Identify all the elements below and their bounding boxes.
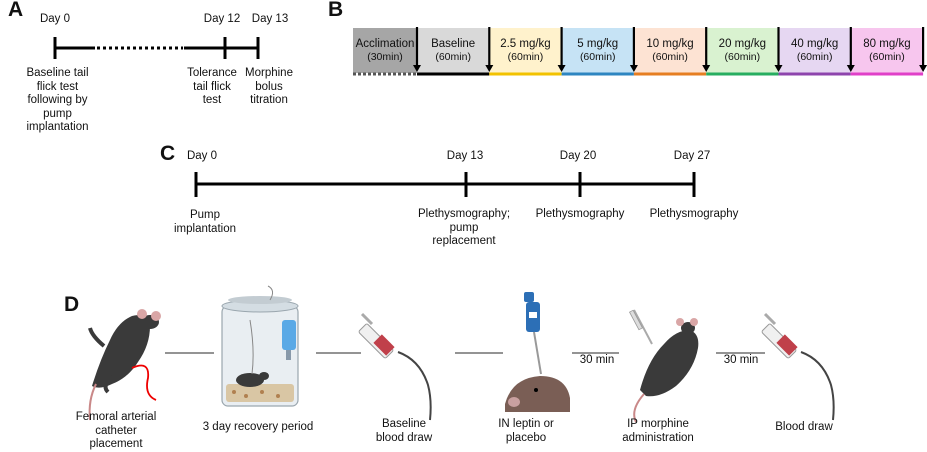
protocol-segment: 80 mg/kg(60min) <box>850 28 924 73</box>
panel-label-b: B <box>328 0 344 21</box>
segment-duration: (60min) <box>652 50 688 63</box>
segment-label: 2.5 mg/kg <box>500 37 551 50</box>
panel-a-day13: Day 13 <box>251 13 289 25</box>
recovery-cage-icon <box>221 285 299 407</box>
panel-d-step6: Blood draw <box>775 421 833 433</box>
segment-duration: (60min) <box>507 50 544 63</box>
timepoint-arrowhead <box>702 65 711 72</box>
segment-duration: (60min) <box>435 50 471 63</box>
panel-c-day20: Day 20 <box>559 150 597 162</box>
timepoint-arrowhead <box>774 65 783 72</box>
segment-duration: (60min) <box>579 50 616 63</box>
protocol-segment: 10 mg/kg(60min) <box>633 28 707 73</box>
segment-label: Baseline <box>431 37 476 50</box>
panel-c-day27: Day 27 <box>673 150 711 162</box>
panel-a-day12: Day 12 <box>203 13 241 25</box>
panel-d-step2: 3 day recovery period <box>202 421 314 433</box>
protocol-segment: 2.5 mg/kg(60min) <box>489 28 562 73</box>
panel-c-day13: Day 13 <box>446 150 484 162</box>
segment-duration: (60min) <box>796 50 833 63</box>
segment-label: Acclimation <box>355 37 415 50</box>
mouse-morphine-icon <box>628 309 699 423</box>
panel-c-event27: Plethysmography <box>649 208 739 220</box>
segment-label: 5 mg/kg <box>577 37 619 50</box>
segment-label: 40 mg/kg <box>790 37 839 50</box>
protocol-segment: 20 mg/kg(60min) <box>706 28 779 73</box>
panel-label-a: A <box>8 0 24 21</box>
mouse-catheter-icon <box>88 309 161 421</box>
panel-c-event20: Plethysmography <box>535 208 625 220</box>
syringe-icon-blood-draw <box>761 312 835 421</box>
segment-label: 80 mg/kg <box>863 37 911 50</box>
segment-label: 20 mg/kg <box>718 37 766 50</box>
protocol-segment: 5 mg/kg(60min) <box>561 28 634 73</box>
timepoint-arrowhead <box>846 65 855 72</box>
panel-d-gap2: 30 min <box>723 354 759 366</box>
protocol-segment: Baseline(60min) <box>417 28 490 73</box>
panel-d-gap1: 30 min <box>579 354 615 366</box>
syringe-icon-baseline <box>358 312 432 421</box>
mouse-head-icon <box>505 376 570 412</box>
timepoint-arrowhead <box>485 65 494 72</box>
panel-c-day0: Day 0 <box>186 150 218 162</box>
segment-duration: (30min) <box>367 50 403 63</box>
timepoint-arrowhead <box>413 65 421 72</box>
segment-label: 10 mg/kg <box>646 37 694 50</box>
panel-label-c: C <box>160 142 176 165</box>
panel-label-d: D <box>64 293 80 316</box>
protocol-segment: Acclimation(30min) <box>353 28 417 73</box>
panel-a-day0: Day 0 <box>39 13 71 25</box>
timepoint-arrowhead <box>557 65 566 72</box>
segment-duration: (60min) <box>724 50 761 63</box>
segment-duration: (60min) <box>869 50 905 63</box>
protocol-segment: 40 mg/kg(60min) <box>778 28 851 73</box>
timepoint-arrowhead <box>919 65 927 72</box>
timepoint-arrowhead <box>629 65 638 72</box>
pipette-icon <box>524 292 542 375</box>
